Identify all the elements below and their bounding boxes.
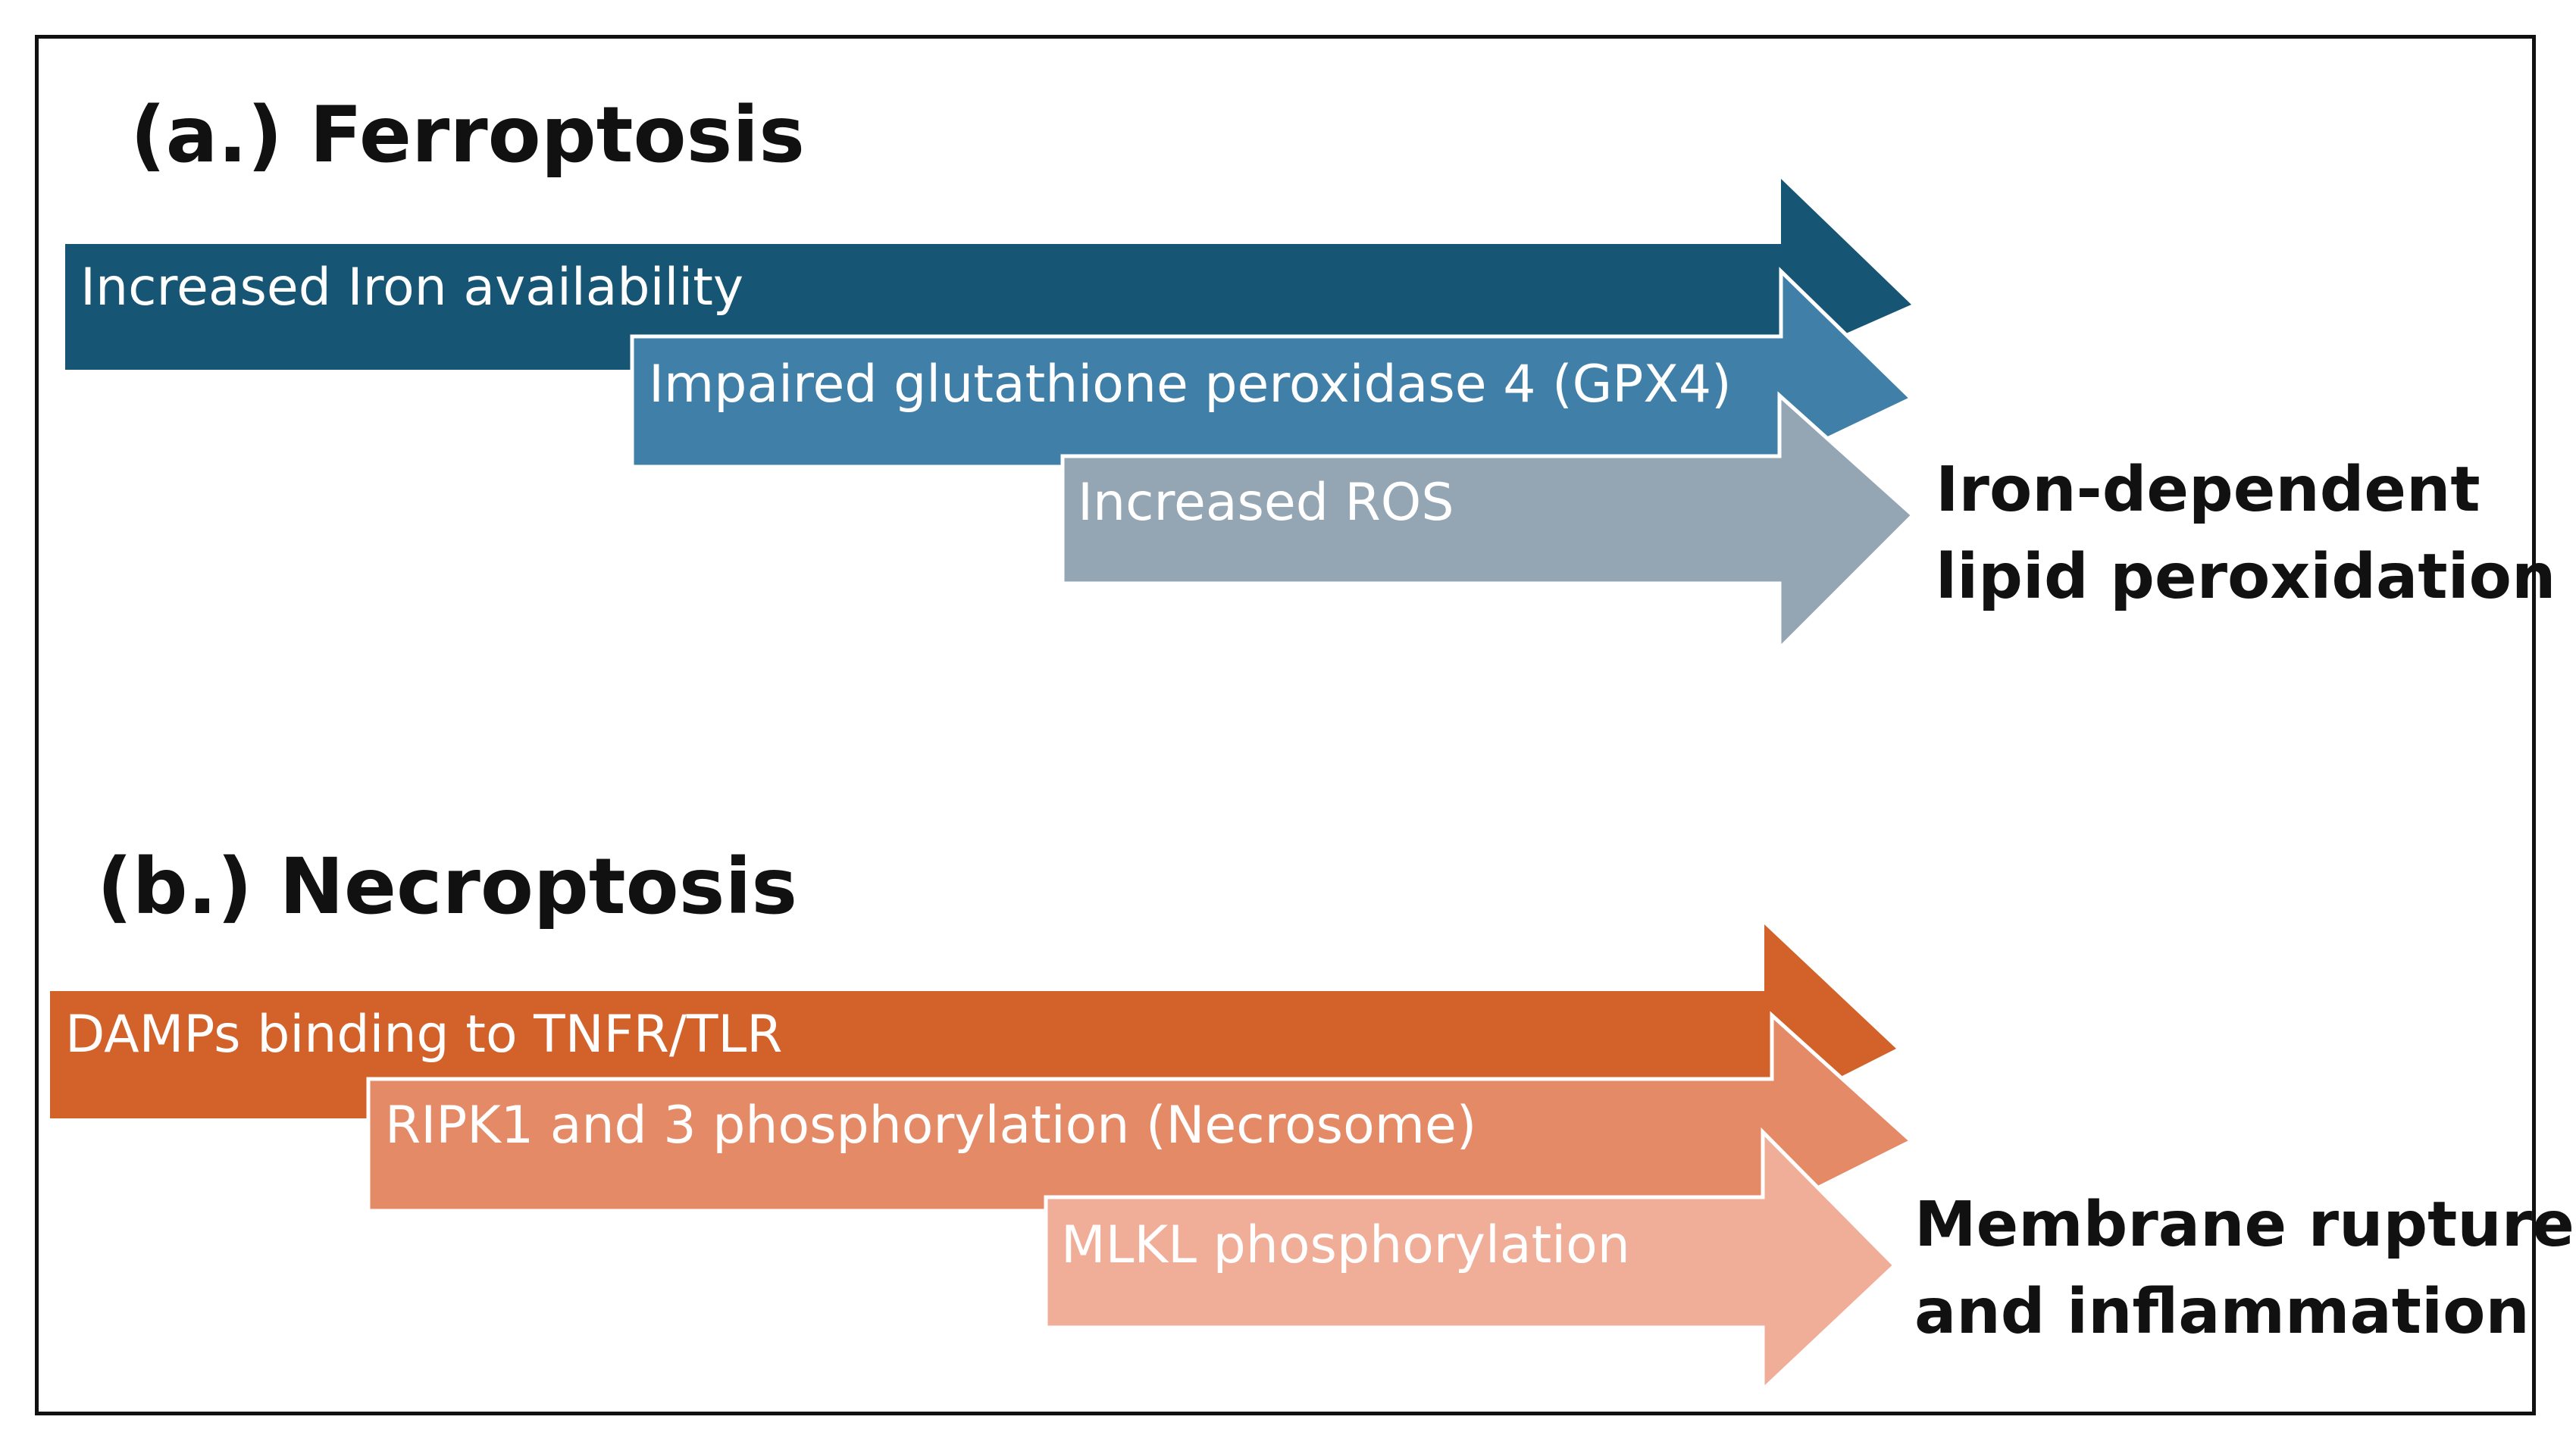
ferroptosis-outcome: Iron-dependent lipid peroxidation bbox=[1936, 447, 2556, 621]
outcome-line-1: Iron-dependent bbox=[1936, 454, 2481, 526]
arrow-label: Impaired glutathione peroxidase 4 (GPX4) bbox=[649, 355, 1732, 414]
arrow-label: Increased ROS bbox=[1078, 473, 1454, 533]
arrow-body bbox=[366, 1011, 1915, 1213]
arrow-shape bbox=[50, 924, 1896, 1118]
diagram-frame bbox=[35, 35, 2536, 1415]
arrow-label: Increased Iron availability bbox=[80, 258, 744, 317]
arrow-body bbox=[630, 267, 1915, 469]
ferroptosis-arrow-ros: Increased ROS bbox=[1060, 391, 1916, 654]
necroptosis-arrow-damps: DAMPs binding to TNFR/TLR bbox=[50, 924, 1896, 1118]
arrow-shape bbox=[65, 179, 1911, 370]
arrow-shape bbox=[630, 267, 1915, 469]
necroptosis-arrow-ripk: RIPK1 and 3 phosphorylation (Necrosome) bbox=[366, 1011, 1915, 1213]
arrow-body bbox=[1060, 391, 1916, 654]
ferroptosis-arrow-iron: Increased Iron availability bbox=[65, 179, 1911, 370]
arrow-shape bbox=[366, 1011, 1915, 1213]
ferroptosis-title: (a.) Ferroptosis bbox=[130, 90, 805, 180]
arrow-label: RIPK1 and 3 phosphorylation (Necrosome) bbox=[385, 1096, 1477, 1155]
arrow-body bbox=[65, 179, 1911, 370]
arrow-body bbox=[1044, 1127, 1898, 1394]
necroptosis-outcome: Membrane rupture and inflammation bbox=[1914, 1182, 2574, 1356]
outcome-line-2: and inflammation bbox=[1914, 1275, 2530, 1348]
arrow-shape bbox=[1044, 1127, 1898, 1394]
outcome-line-2: lipid peroxidation bbox=[1936, 540, 2556, 613]
necroptosis-arrow-mlkl: MLKL phosphorylation bbox=[1044, 1127, 1898, 1394]
outcome-line-1: Membrane rupture bbox=[1914, 1189, 2574, 1261]
arrow-label: MLKL phosphorylation bbox=[1061, 1215, 1630, 1275]
necroptosis-title: (b.) Necroptosis bbox=[97, 842, 798, 932]
arrow-shape bbox=[1060, 391, 1916, 654]
ferroptosis-arrow-gpx4: Impaired glutathione peroxidase 4 (GPX4) bbox=[630, 267, 1915, 469]
arrow-body bbox=[50, 924, 1896, 1118]
arrow-label: DAMPs binding to TNFR/TLR bbox=[65, 1005, 783, 1065]
